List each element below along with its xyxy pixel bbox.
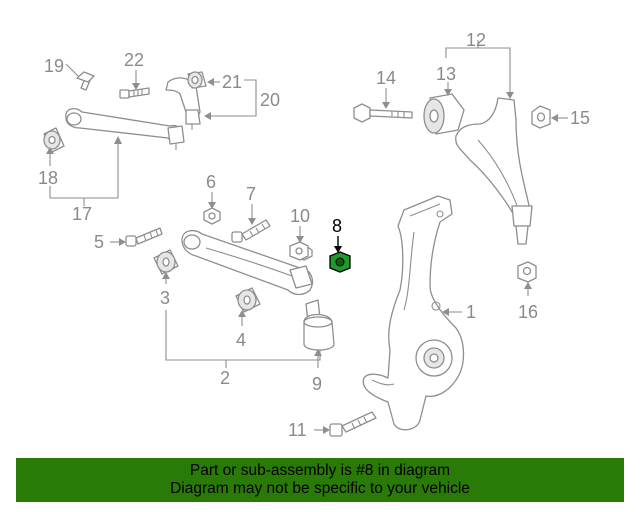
callout-5: 5	[94, 232, 104, 252]
nut-16	[517, 261, 537, 283]
callout-2: 2	[220, 368, 230, 388]
callout-16: 16	[518, 302, 538, 322]
callout-8: 8	[332, 216, 342, 236]
nut-15	[531, 105, 551, 129]
callout-13: 13	[436, 64, 456, 84]
suspension-exploded-diagram: 19 22 21 20 18 17	[38, 30, 590, 440]
upper-arm-17	[65, 107, 185, 150]
callout-22: 22	[124, 50, 144, 70]
lower-arm-2	[181, 229, 314, 296]
callout-9: 9	[312, 374, 322, 394]
callout-19: 19	[44, 56, 64, 76]
control-arm-12	[455, 97, 533, 245]
bushing-18	[43, 127, 65, 153]
nut-10	[289, 241, 309, 261]
bolt-22	[119, 87, 150, 99]
bolt-5	[125, 227, 163, 247]
bushing-13	[423, 93, 465, 135]
ball-joint-9	[303, 299, 335, 351]
callout-12: 12	[466, 30, 486, 50]
nut-6	[203, 207, 221, 225]
callout-6: 6	[206, 172, 216, 192]
info-banner: Part or sub-assembly is #8 in diagram Di…	[16, 458, 624, 502]
callout-1: 1	[466, 302, 476, 322]
callout-10: 10	[290, 206, 310, 226]
callout-20: 20	[260, 90, 280, 110]
callout-15: 15	[570, 108, 590, 128]
bushing-4	[235, 287, 261, 313]
callout-4: 4	[236, 330, 246, 350]
callout-18: 18	[38, 168, 58, 188]
banner-line-part-info: Part or sub-assembly is #8 in diagram	[189, 462, 451, 479]
bolt-7	[231, 219, 271, 243]
callout-21: 21	[222, 72, 242, 92]
nut-8-highlighted	[329, 251, 351, 273]
knuckle-1	[362, 195, 465, 431]
bushing-3	[153, 249, 179, 275]
bolt-11	[329, 411, 377, 437]
callout-17: 17	[72, 204, 92, 224]
callout-3: 3	[160, 288, 170, 308]
bolt-19	[76, 71, 95, 91]
bushing-21	[187, 71, 207, 89]
bolt-14	[353, 103, 413, 123]
callout-11: 11	[288, 420, 307, 440]
banner-line-disclaimer: Diagram may not be specific to your vehi…	[170, 480, 470, 497]
callout-7: 7	[246, 184, 256, 204]
callout-14: 14	[376, 68, 396, 88]
